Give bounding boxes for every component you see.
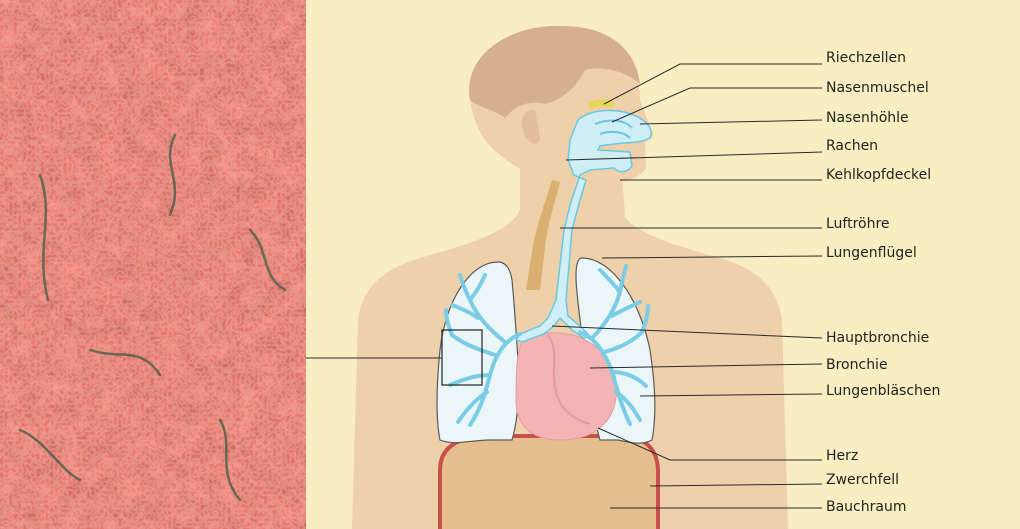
label-lungenblaeschen: Lungenbläschen <box>826 383 940 399</box>
bauchraum-area <box>440 436 658 529</box>
label-rachen: Rachen <box>826 138 878 154</box>
label-zwerchfell: Zwerchfell <box>826 472 899 488</box>
label-bauchraum: Bauchraum <box>826 499 906 515</box>
lung-tissue-photo <box>0 0 306 529</box>
respiratory-illustration: Riechzellen Nasenmuschel Nasenhöhle Rach… <box>306 0 1020 529</box>
label-luftroehre: Luftröhre <box>826 216 890 232</box>
label-nasenmuschel: Nasenmuschel <box>826 80 929 96</box>
label-nasenhoehle: Nasenhöhle <box>826 110 909 126</box>
label-herz: Herz <box>826 448 858 464</box>
label-lungenfluegel: Lungenflügel <box>826 245 917 261</box>
label-kehlkopfdeckel: Kehlkopfdeckel <box>826 167 931 183</box>
label-riechzellen: Riechzellen <box>826 50 906 66</box>
label-bronchie: Bronchie <box>826 357 888 373</box>
label-hauptbronchie: Hauptbronchie <box>826 330 929 346</box>
